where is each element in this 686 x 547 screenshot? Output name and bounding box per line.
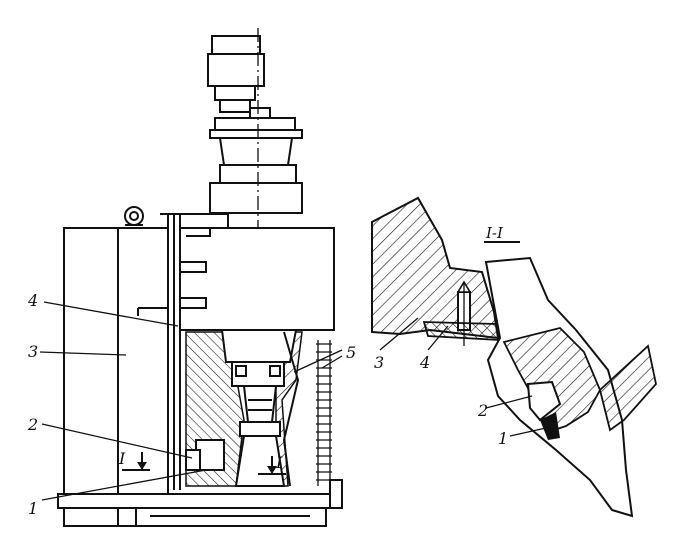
- motor: [207, 35, 303, 214]
- section-label-4: 4: [419, 353, 430, 372]
- section-view: I-I 3 4 2 1: [371, 196, 657, 518]
- section-label-1: 1: [498, 429, 508, 448]
- section-marker-left: I: [118, 449, 150, 471]
- section-label-left: I: [118, 449, 126, 468]
- coil-spring: [316, 340, 332, 486]
- section-body-3: [371, 196, 500, 340]
- section-label-3: 3: [374, 353, 384, 372]
- section-label-right: I: [275, 453, 283, 472]
- section-label-2: 2: [477, 401, 488, 420]
- lifting-ring: [124, 206, 144, 226]
- label-2: 2: [27, 415, 38, 434]
- label-3: 3: [28, 342, 38, 361]
- main-view: I I 4 3 2 1 5: [27, 28, 356, 527]
- section-strip-4: [422, 321, 502, 341]
- base: [57, 479, 343, 527]
- leaders: [39, 301, 343, 501]
- label-4: 4: [27, 291, 38, 310]
- section-marker-right: I: [258, 453, 286, 475]
- carriage: [179, 227, 335, 331]
- section-title: I-I: [485, 224, 504, 242]
- label-5: 5: [346, 343, 356, 362]
- spindle: [220, 329, 300, 487]
- label-1: 1: [28, 499, 38, 518]
